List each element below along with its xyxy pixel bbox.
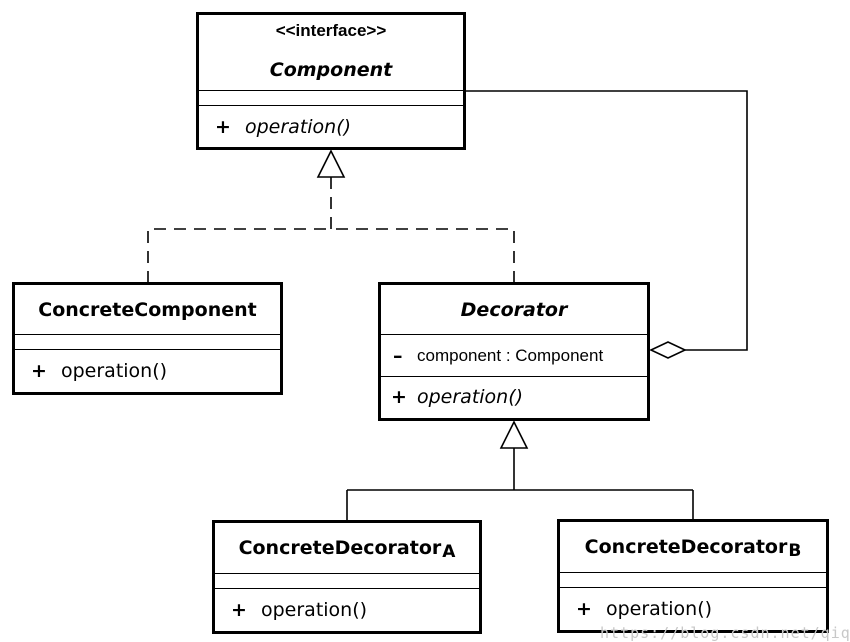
concrete-component-box[interactable]: ConcreteComponent + operation() — [12, 282, 283, 395]
visibility-public: + — [576, 598, 592, 620]
decorator-attribute: component : Component — [417, 345, 604, 365]
concrete-decorator-b-operation: operation() — [606, 598, 713, 620]
concrete-decorator-a-attributes-section — [215, 573, 479, 588]
watermark-text: https://blog.csdn.net/qiq — [600, 624, 850, 642]
visibility-public: + — [31, 360, 47, 382]
realization-line-right — [331, 228, 515, 283]
component-interface-box[interactable]: <<interface>> Component + operation() — [196, 12, 466, 150]
component-attributes-section — [199, 90, 463, 105]
decorator-operation: operation() — [417, 385, 524, 408]
component-class-name: Component — [269, 59, 393, 81]
aggregation-diamond — [649, 341, 687, 359]
decorator-box[interactable]: Decorator – component : Component + oper… — [378, 282, 650, 421]
concrete-decorator-b-operations-section: + operation() — [560, 587, 826, 630]
decorator-class-name: Decorator — [460, 298, 568, 321]
concrete-decorator-a-suffix: A — [442, 542, 456, 562]
concrete-component-class-name: ConcreteComponent — [38, 298, 257, 321]
stereotype-label: <<interface>> — [275, 21, 387, 40]
realization-edge — [147, 177, 515, 283]
concrete-component-attributes-section — [15, 334, 280, 349]
concrete-decorator-b-attributes-section — [560, 572, 826, 587]
visibility-private: – — [393, 344, 403, 367]
concrete-component-operation: operation() — [61, 360, 168, 382]
concrete-decorator-a-name: ConcreteDecorator — [238, 537, 442, 559]
realization-arrowhead — [316, 149, 346, 178]
concrete-decorator-b-suffix: B — [788, 541, 802, 561]
visibility-public: + — [391, 385, 407, 408]
component-operation: operation() — [245, 115, 352, 138]
decorator-attributes-section: – component : Component — [381, 334, 647, 376]
component-operations-section: + operation() — [199, 105, 463, 147]
concrete-decorator-b-name: ConcreteDecorator — [584, 536, 788, 558]
generalization-edge — [346, 448, 694, 521]
aggregation-line — [465, 90, 748, 351]
visibility-public: + — [215, 115, 231, 138]
realization-line-left — [147, 228, 331, 283]
generalization-arrowhead — [499, 420, 529, 449]
concrete-decorator-a-operation: operation() — [261, 599, 368, 621]
visibility-public: + — [231, 599, 247, 621]
decorator-operations-section: + operation() — [381, 376, 647, 416]
concrete-component-operations-section: + operation() — [15, 349, 280, 392]
component-name-section: <<interface>> Component — [199, 15, 463, 90]
concrete-decorator-a-operations-section: + operation() — [215, 588, 479, 631]
